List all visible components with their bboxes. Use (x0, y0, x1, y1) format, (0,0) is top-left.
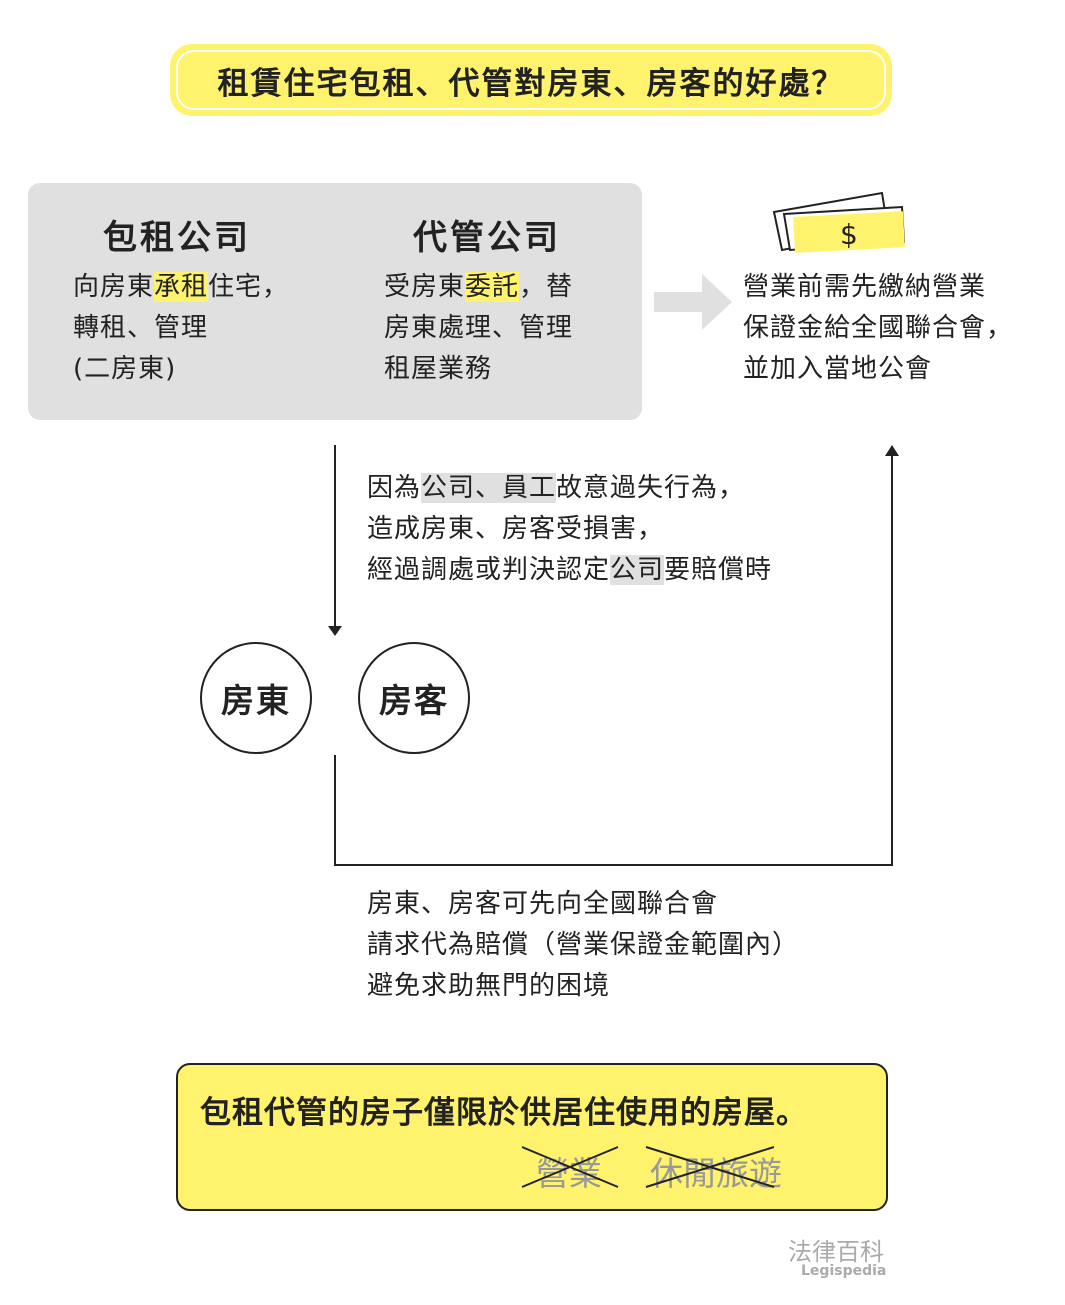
cross-icon (521, 1146, 619, 1188)
usage-note-box: 包租代管的房子僅限於供居住使用的房屋。 營業 休閒旅遊 (176, 1063, 888, 1211)
excluded-business: 營業 (521, 1146, 619, 1195)
deposit-description: 營業前需先繳納營業保證金給全國聯合會，並加入當地公會 (743, 272, 1014, 384)
brand-logo-en: Legispedia (801, 1263, 887, 1279)
brand-logo-zh: 法律百科 (788, 1238, 884, 1266)
title-banner: 租賃住宅包租、代管對房東、房客的好處？ (170, 44, 892, 116)
compensation-condition: 因為公司、員工故意過失行為，造成房東、房客受損害，經過調處或判決認定公司要賠償時 (367, 473, 773, 585)
management-description: 受房東委託，替房東處理、管理租屋業務 (384, 272, 574, 384)
svg-text:$: $ (840, 218, 858, 251)
down-arrowhead (328, 626, 342, 636)
up-arrowhead (885, 445, 899, 456)
usage-note: 包租代管的房子僅限於供居住使用的房屋。 (200, 1095, 808, 1131)
sublease-heading: 包租公司 (103, 218, 251, 258)
tenant-circle: 房客 (358, 642, 470, 754)
right-arrow-icon (654, 274, 732, 330)
company-types-box (28, 183, 642, 420)
money-icon: $ (772, 191, 906, 253)
sublease-description: 向房東承租住宅，轉租、管理(二房東) (73, 272, 290, 384)
management-heading: 代管公司 (413, 218, 561, 258)
benefit-description: 房東、房客可先向全國聯合會請求代為賠償（營業保證金範圍內）避免求助無門的困境 (367, 889, 800, 1001)
landlord-circle: 房東 (200, 642, 312, 754)
excluded-leisure-travel: 休閒旅遊 (645, 1146, 782, 1195)
cross-icon (645, 1146, 775, 1188)
title: 租賃住宅包租、代管對房東、房客的好處？ (217, 65, 845, 102)
